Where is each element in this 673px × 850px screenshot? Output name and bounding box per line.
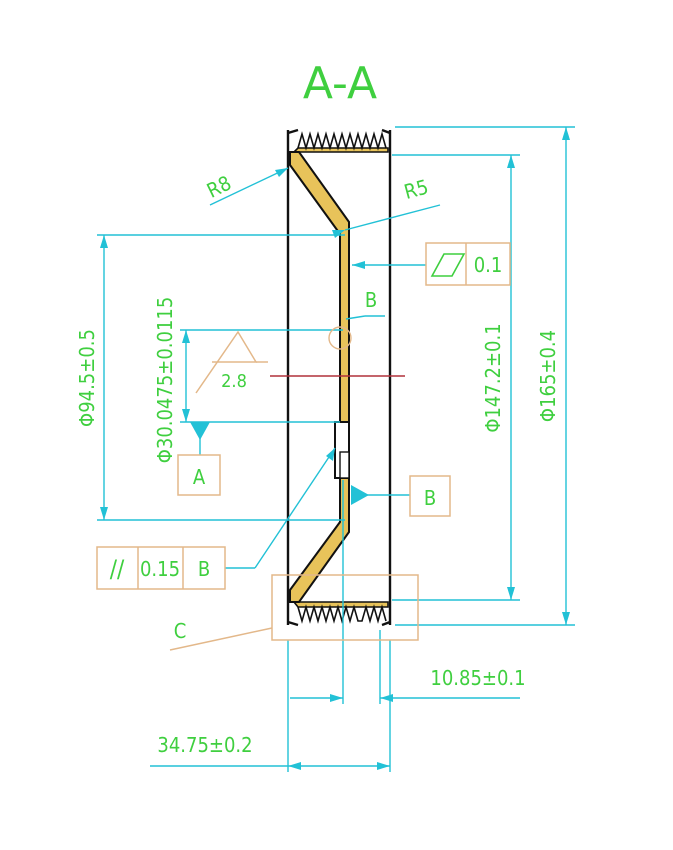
label-datum-a: A xyxy=(193,465,206,489)
datum-a-frame xyxy=(177,454,221,496)
label-parallel-datum: B xyxy=(198,557,210,581)
datum-b-frame xyxy=(409,475,451,517)
bottom-edge xyxy=(287,620,299,627)
label-dia-147: Φ147.2±0.1 xyxy=(481,323,505,432)
label-r8: R8 xyxy=(203,171,235,203)
bottom-groove-band xyxy=(292,601,389,624)
section-title: A-A xyxy=(303,58,377,109)
datum-a-triangle xyxy=(190,422,210,440)
top-edge xyxy=(287,128,299,135)
label-dia-94: Φ94.5±0.5 xyxy=(75,329,99,427)
label-width-bottom: 34.75±0.2 xyxy=(157,733,252,757)
label-datum-b: B xyxy=(424,486,436,510)
arrowheads xyxy=(100,127,570,770)
label-r5: R5 xyxy=(402,175,431,204)
top-v-grooves xyxy=(297,131,387,151)
labels: R8 R5 0.1 B 2.8 A B // 0.15 B C 10.85±0.… xyxy=(75,171,560,757)
frames xyxy=(96,242,511,651)
pulley-section xyxy=(286,128,392,627)
top-edge-right xyxy=(381,128,391,135)
label-dia-30: Φ30.0475±0.0115 xyxy=(153,297,177,464)
bottom-v-grooves xyxy=(297,604,387,624)
label-detail-c: C xyxy=(174,619,187,643)
label-parallel-value: 0.15 xyxy=(140,557,180,581)
web-upper xyxy=(289,151,350,423)
label-hub-width: 10.85±0.1 xyxy=(430,666,525,690)
label-parallel-symbol: // xyxy=(110,555,125,583)
label-roughness: 2.8 xyxy=(221,371,247,392)
datum-b-triangle xyxy=(351,485,369,505)
top-groove-band xyxy=(292,131,389,153)
parallelism-frame xyxy=(96,546,226,590)
bottom-edge-right xyxy=(381,620,391,627)
label-dia-165: Φ165±0.4 xyxy=(536,330,560,422)
parallelogram-icon xyxy=(430,253,466,277)
web-lower xyxy=(289,477,350,603)
label-detail-b: B xyxy=(365,288,377,312)
dimension-lines xyxy=(97,126,575,772)
web-section xyxy=(289,151,350,603)
flatness-frame xyxy=(425,242,511,286)
label-flatness-value: 0.1 xyxy=(474,253,503,277)
detail-b-circle xyxy=(328,326,352,350)
roughness-symbol xyxy=(195,330,268,394)
hub-keyway xyxy=(339,451,350,479)
detail-c-frame xyxy=(271,574,419,641)
